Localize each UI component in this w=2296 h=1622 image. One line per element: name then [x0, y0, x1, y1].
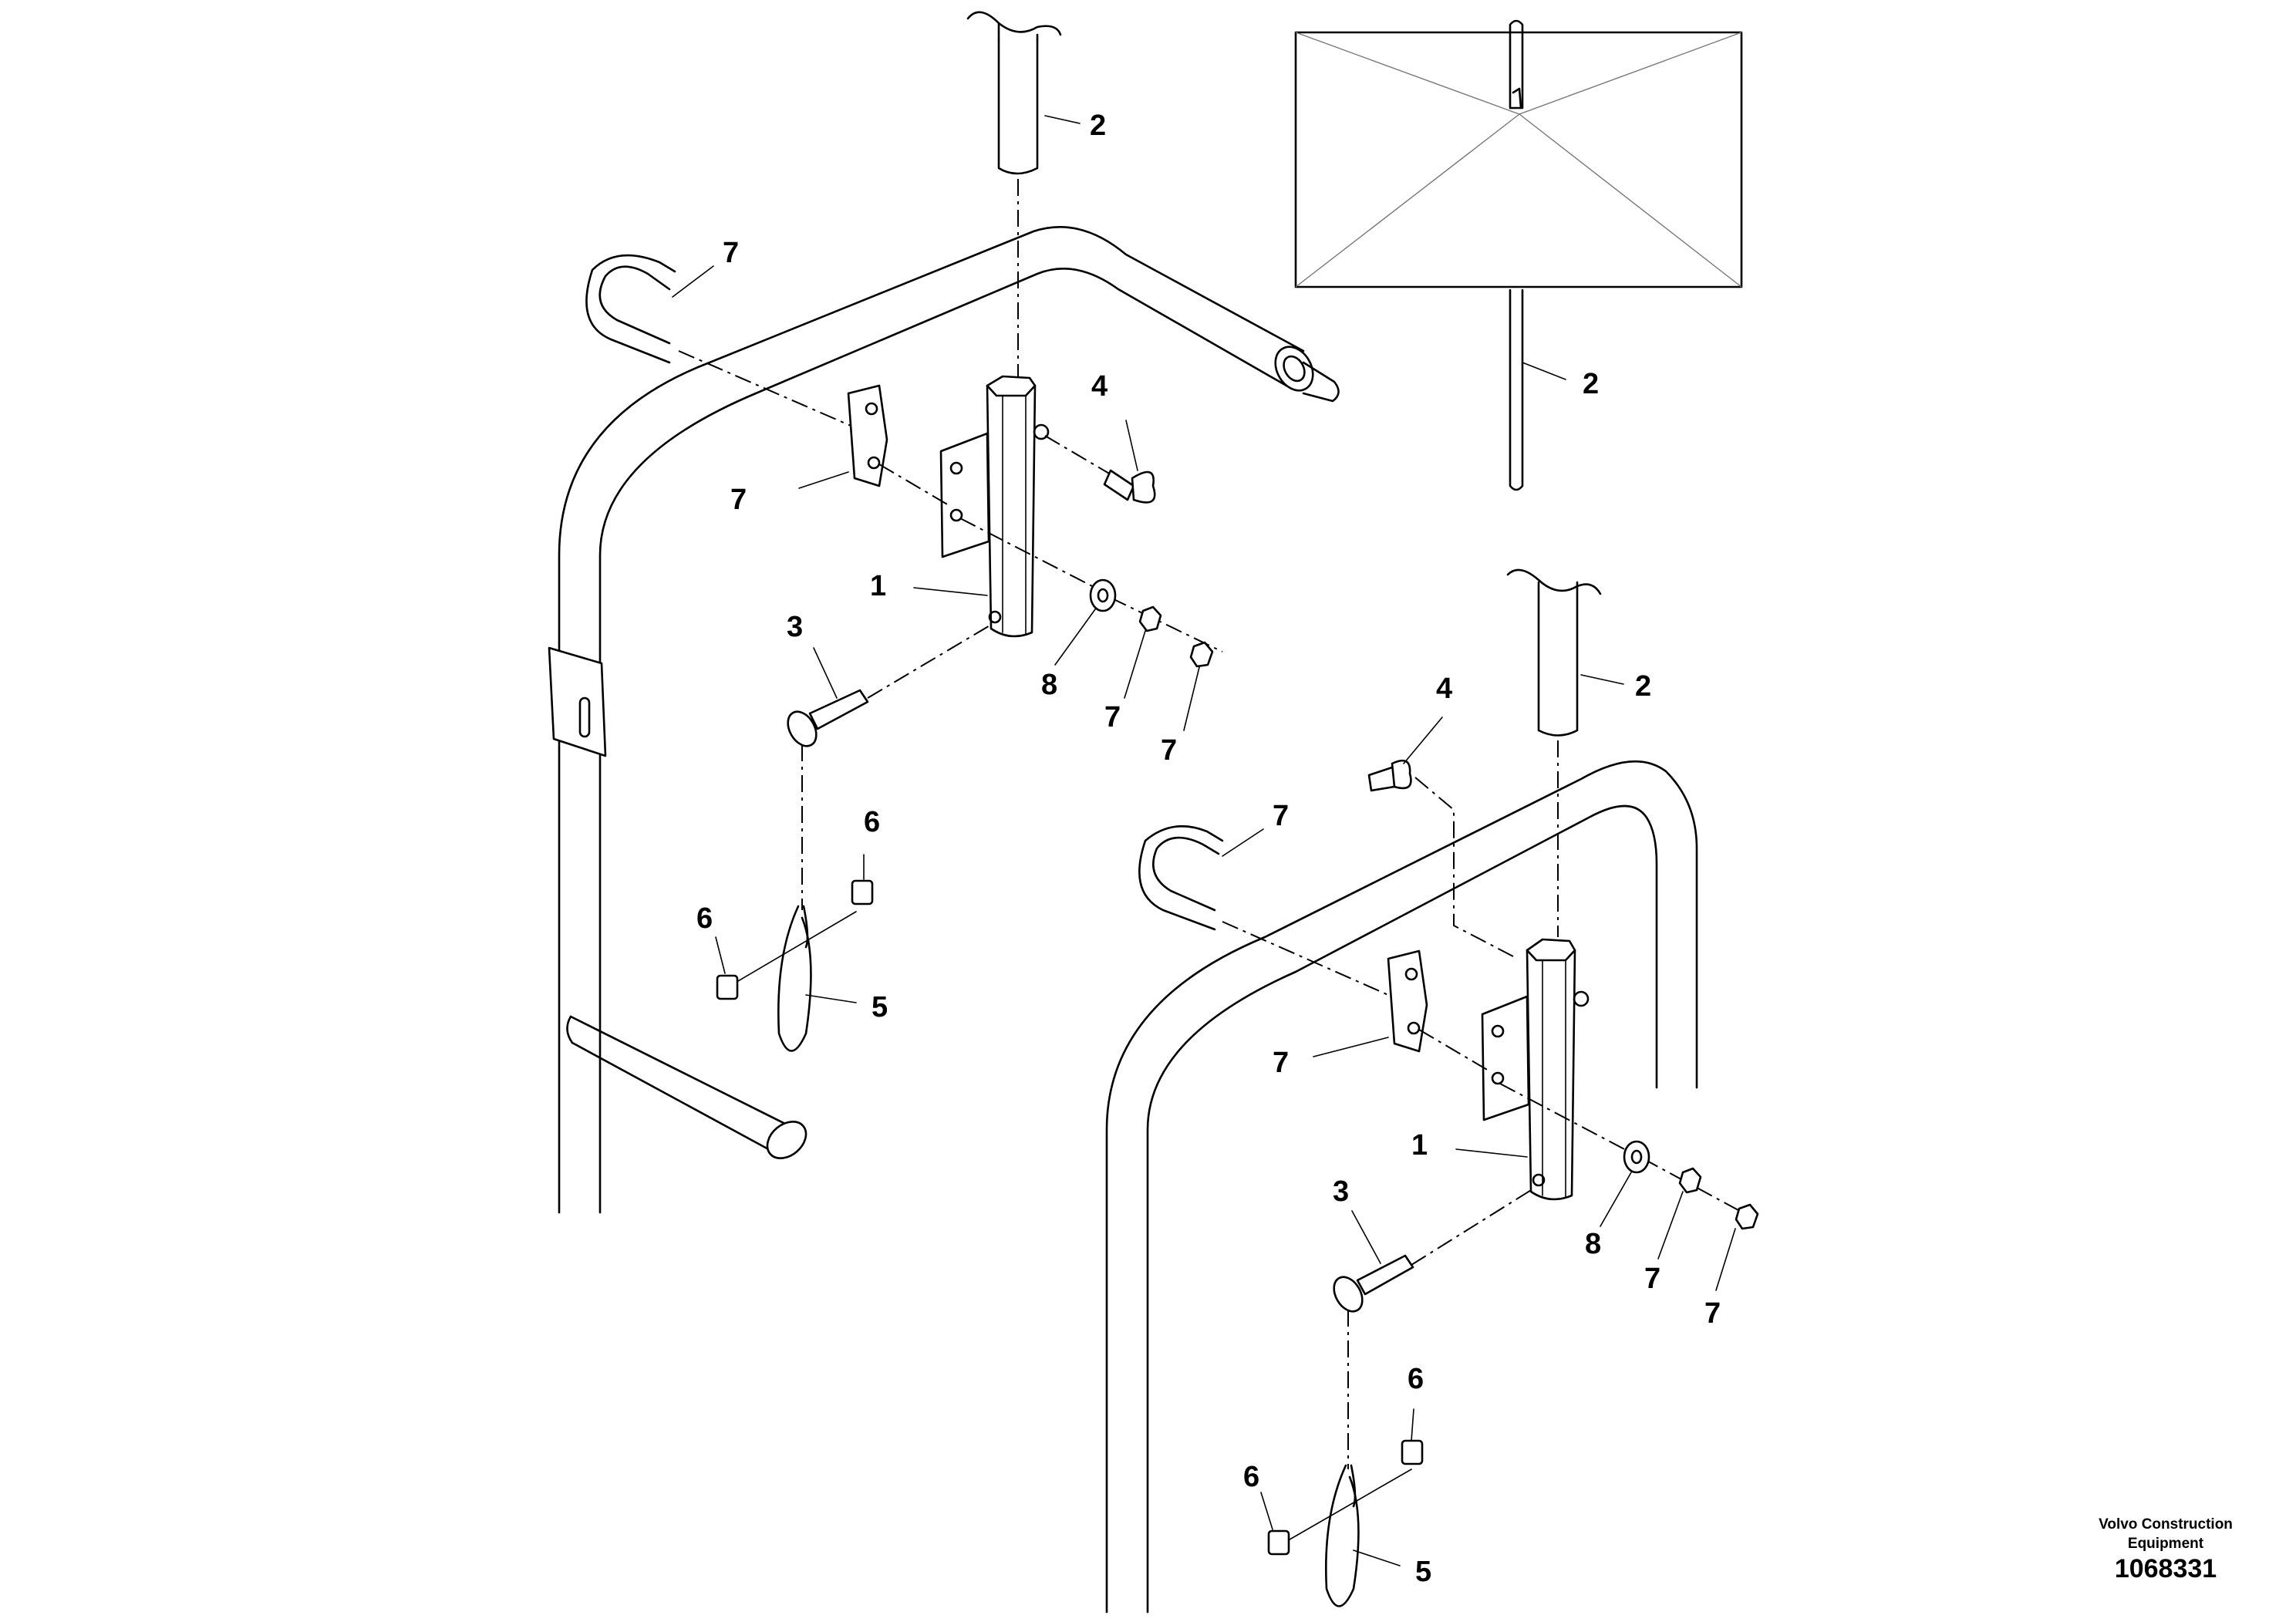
assembly-left: 2 7 4 7 1 3 8 7 7 6 6 5 — [548, 11, 1340, 1214]
callout-6: 6 — [864, 806, 880, 838]
callout-4: 4 — [1436, 673, 1452, 705]
flag-detail: 2 — [1294, 19, 1743, 491]
callout-3: 3 — [1333, 1175, 1349, 1208]
callout-8: 8 — [1041, 669, 1057, 701]
callout-8: 8 — [1585, 1228, 1601, 1260]
callout-5: 5 — [872, 991, 888, 1023]
callout-2: 2 — [1635, 670, 1651, 703]
clamp-plate-right — [1387, 949, 1748, 1216]
brand-subtitle: Equipment — [2128, 1536, 2204, 1552]
callout-6: 6 — [1243, 1461, 1259, 1493]
pin-left — [787, 624, 992, 910]
callout-2: 2 — [1583, 368, 1599, 400]
flag-holder-left — [939, 375, 1050, 638]
wing-bolt-left — [1044, 435, 1156, 504]
callout-3: 3 — [787, 611, 803, 643]
flag-pole-right — [1506, 568, 1602, 937]
u-bolt-left — [585, 254, 857, 429]
callouts-left: 2 7 4 7 1 3 8 7 7 6 6 5 — [696, 110, 1177, 1023]
clip-right — [1267, 1439, 1424, 1607]
railing-frame-left — [548, 226, 1340, 1214]
callout-2: 2 — [1090, 110, 1106, 142]
callout-7: 7 — [1104, 701, 1121, 733]
footer-brand: Volvo Construction Equipment 1068331 — [2099, 1516, 2233, 1583]
assembly-right: 2 4 7 7 1 3 8 7 7 6 6 5 — [1105, 568, 1759, 1614]
callout-7: 7 — [1273, 1047, 1289, 1079]
brand-name: Volvo Construction — [2099, 1516, 2233, 1533]
wing-bolt-right — [1367, 759, 1514, 957]
callout-7: 7 — [723, 237, 739, 269]
flag-pole-left — [966, 11, 1062, 379]
u-bolt-right — [1138, 824, 1389, 996]
hardware-left — [1089, 578, 1214, 668]
callout-6: 6 — [696, 902, 713, 935]
callout-1: 1 — [870, 570, 886, 602]
callout-7: 7 — [1273, 800, 1289, 832]
railing-frame-right — [1105, 760, 1698, 1614]
pin-right — [1333, 1187, 1536, 1469]
drawing-number: 1068331 — [2115, 1554, 2217, 1583]
callout-7: 7 — [1704, 1297, 1721, 1330]
callout-4: 4 — [1091, 370, 1108, 403]
callout-1: 1 — [1411, 1129, 1428, 1162]
callout-7: 7 — [1161, 734, 1177, 767]
callout-5: 5 — [1415, 1556, 1431, 1588]
flag-holder-right — [1481, 938, 1590, 1201]
hardware-right — [1623, 1140, 1759, 1230]
callout-6: 6 — [1408, 1363, 1424, 1395]
leaders-right — [1222, 674, 1736, 1566]
callout-7: 7 — [730, 484, 747, 516]
leaders-left — [672, 115, 1200, 1003]
callouts-right: 2 4 7 7 1 3 8 7 7 6 6 5 — [1243, 670, 1721, 1588]
clip-left — [716, 879, 874, 1052]
callout-7: 7 — [1644, 1263, 1660, 1295]
